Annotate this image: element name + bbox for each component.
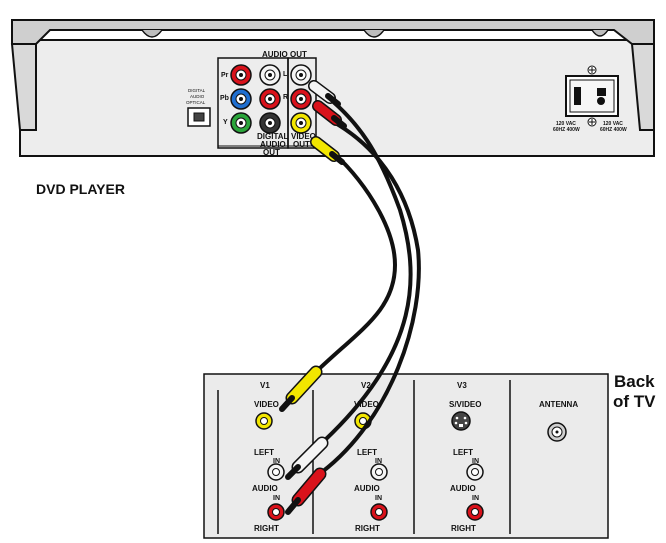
white-audio-cable	[314, 86, 413, 442]
dvd-lid-tab	[363, 29, 385, 38]
dvd-side-left	[10, 43, 37, 131]
dvd-back-panel	[19, 39, 655, 157]
antenna-connector-icon	[547, 422, 567, 442]
in-label: IN	[273, 495, 280, 502]
video-out-jack	[290, 112, 312, 134]
component-y-jack	[230, 112, 252, 134]
power-connector: 120 VAC 60HZ 400W 120 VAC 60HZ 400W	[553, 65, 627, 133]
in-label: IN	[472, 458, 479, 465]
digital-audio-out-label-1: DIGITAL	[257, 132, 289, 141]
left-label: LEFT	[357, 448, 377, 457]
digital-audio-out-label-3: OUT	[263, 148, 280, 157]
in-label: IN	[375, 458, 382, 465]
red-plug-dvd-end	[312, 100, 347, 129]
dvd-player-label: DVD PLAYER	[36, 181, 125, 197]
red-plug-tv-end	[285, 467, 327, 515]
antenna-label: ANTENNA	[539, 400, 578, 409]
video-out-label-1: VIDEO	[291, 132, 316, 141]
audio-label: AUDIO	[252, 484, 278, 493]
digital-coax-jack	[259, 112, 281, 134]
power-rating-left-1: 120 VAC	[556, 121, 576, 127]
dvd-player: DIGITAL AUDIO OPTICAL AUDIO OUT L R Pr P…	[10, 19, 655, 157]
tv-back-panel: V1 VIDEO LEFT IN AUDIO IN RIGHT V2 VIDEO…	[203, 373, 609, 539]
tv-label-line1: Back	[614, 372, 655, 391]
optical-audio-port: DIGITAL AUDIO OPTICAL	[186, 88, 211, 127]
audio-out-l-jack	[290, 64, 312, 86]
yellow-video-cable	[316, 148, 398, 372]
audio-l-label: L	[283, 71, 288, 78]
yellow-plug-tv-end	[279, 365, 323, 412]
dvd-side-right	[630, 43, 655, 131]
second-red-jack	[259, 88, 281, 110]
left-label: LEFT	[254, 448, 274, 457]
video-label: VIDEO	[354, 400, 379, 409]
dvd-lid-tab	[591, 29, 609, 37]
left-label: LEFT	[453, 448, 473, 457]
input-name: V2	[361, 381, 371, 390]
component-pr-jack	[230, 64, 252, 86]
svg-text:AUDIO: AUDIO	[190, 94, 205, 99]
dvd-lid-tab	[141, 29, 163, 38]
tv-antenna-input: ANTENNA	[539, 400, 578, 442]
white-plug-tv-end	[285, 436, 329, 480]
right-label: RIGHT	[355, 524, 380, 533]
power-rating-left-2: 60HZ 400W	[553, 127, 580, 133]
in-label: IN	[273, 458, 280, 465]
right-label: RIGHT	[451, 524, 476, 533]
audio-label: AUDIO	[354, 484, 380, 493]
input-name: V1	[260, 381, 270, 390]
video-label: VIDEO	[254, 400, 279, 409]
audio-r-label: R	[283, 94, 288, 101]
svg-text:DIGITAL: DIGITAL	[188, 88, 206, 93]
video-label: S/VIDEO	[449, 400, 481, 409]
input-name: V3	[457, 381, 467, 390]
audio-label: AUDIO	[450, 484, 476, 493]
power-rating-right-2: 60HZ 400W	[600, 127, 627, 133]
white-plug-dvd-end	[308, 80, 341, 107]
component-pb-jack	[230, 88, 252, 110]
rca-cable-bundle	[279, 80, 421, 515]
yellow-plug-dvd-end	[310, 136, 345, 165]
audio-out-r-jack	[290, 88, 312, 110]
power-rating-right-1: 120 VAC	[603, 121, 623, 127]
s-video-jack-icon	[451, 411, 471, 431]
tv-input-v2: V2 VIDEO LEFT IN AUDIO IN RIGHT	[354, 381, 388, 533]
optical-jack-hole	[193, 112, 205, 122]
svg-text:OPTICAL: OPTICAL	[186, 100, 206, 105]
red-audio-cable	[320, 118, 421, 474]
component-pr-label: Pr	[221, 72, 229, 79]
component-y-label: Y	[223, 119, 228, 126]
digital-audio-out-label-2: AUDIO	[260, 140, 286, 149]
right-label: RIGHT	[254, 524, 279, 533]
video-out-label-2: OUT	[293, 140, 310, 149]
tv-input-v3: V3 S/VIDEO LEFT IN AUDIO IN RIGHT	[449, 381, 484, 533]
second-white-jack	[259, 64, 281, 86]
tv-label-line2: of TV	[613, 392, 656, 411]
in-label: IN	[375, 495, 382, 502]
audio-out-label: AUDIO OUT	[262, 50, 307, 59]
tv-input-v1: V1 VIDEO LEFT IN AUDIO IN RIGHT	[252, 381, 285, 533]
in-label: IN	[472, 495, 479, 502]
component-pb-label: Pb	[220, 95, 229, 102]
